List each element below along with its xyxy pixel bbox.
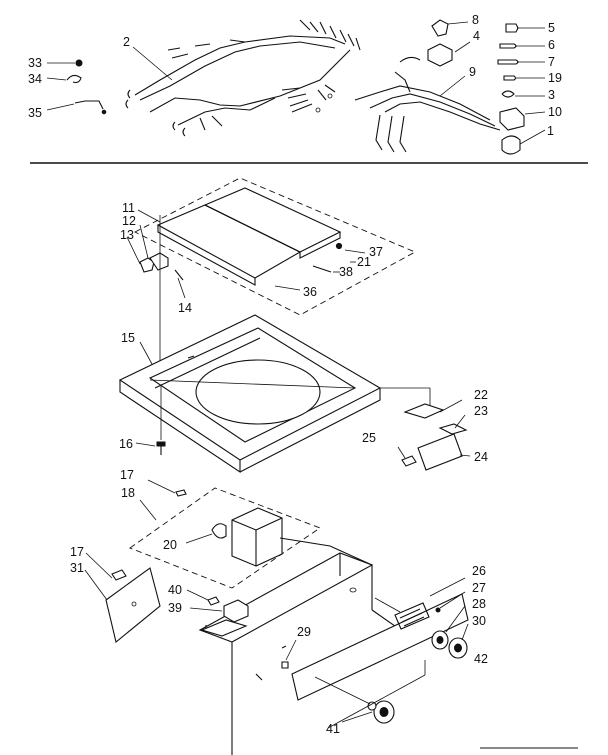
label-7: 7 [548,55,555,69]
label-16: 16 [119,437,133,451]
wire-harness-9 [354,71,501,153]
switch-bracket-18 [129,479,321,589]
label-41: 41 [326,722,340,736]
label-25: 25 [362,431,376,445]
label-5: 5 [548,21,555,35]
hinge-parts-22-25 [397,399,471,471]
label-3: 3 [548,88,555,102]
label-26: 26 [472,564,486,578]
bracket-39-40 [186,589,249,637]
label-21: 21 [357,255,371,269]
terminal-connectors-4-8 [399,19,471,67]
label-42: 42 [474,652,488,666]
label-12: 12 [122,214,136,228]
label-38: 38 [339,265,353,279]
knobs-28-30-41 [314,605,469,729]
label-33: 33 [28,56,42,70]
label-23: 23 [474,404,488,418]
top-panel-15 [118,314,431,474]
screw-16 [135,385,166,455]
label-40: 40 [168,583,182,597]
label-27: 27 [472,581,486,595]
screw-29 [281,639,297,669]
small-parts-column [497,23,546,155]
label-22: 22 [474,388,488,402]
label-30: 30 [472,614,486,628]
label-24: 24 [474,450,488,464]
label-29: 29 [297,625,311,639]
label-39: 39 [168,601,182,615]
label-35: 35 [28,106,42,120]
label-8: 8 [472,13,479,27]
label-13: 13 [120,228,134,242]
side-panel-31 [84,552,161,643]
cabinet-console [198,537,469,755]
hardware-33-35-group [46,59,107,115]
lid-assembly [126,177,417,385]
label-1: 1 [547,124,554,138]
label-28: 28 [472,597,486,611]
label-19: 19 [548,71,562,85]
label-15: 15 [121,331,135,345]
label-9: 9 [469,65,476,79]
label-17-top: 17 [120,468,134,482]
label-18: 18 [121,486,135,500]
label-4: 4 [473,29,480,43]
label-2: 2 [123,35,130,49]
label-36: 36 [303,285,317,299]
label-14: 14 [178,301,192,315]
label-37: 37 [369,245,383,259]
label-20: 20 [163,538,177,552]
wire-harness-2 [125,19,361,137]
label-31: 31 [70,561,84,575]
label-17-side: 17 [70,545,84,559]
label-6: 6 [548,38,555,52]
label-34: 34 [28,72,42,86]
label-11: 11 [122,201,135,215]
label-10: 10 [548,105,562,119]
